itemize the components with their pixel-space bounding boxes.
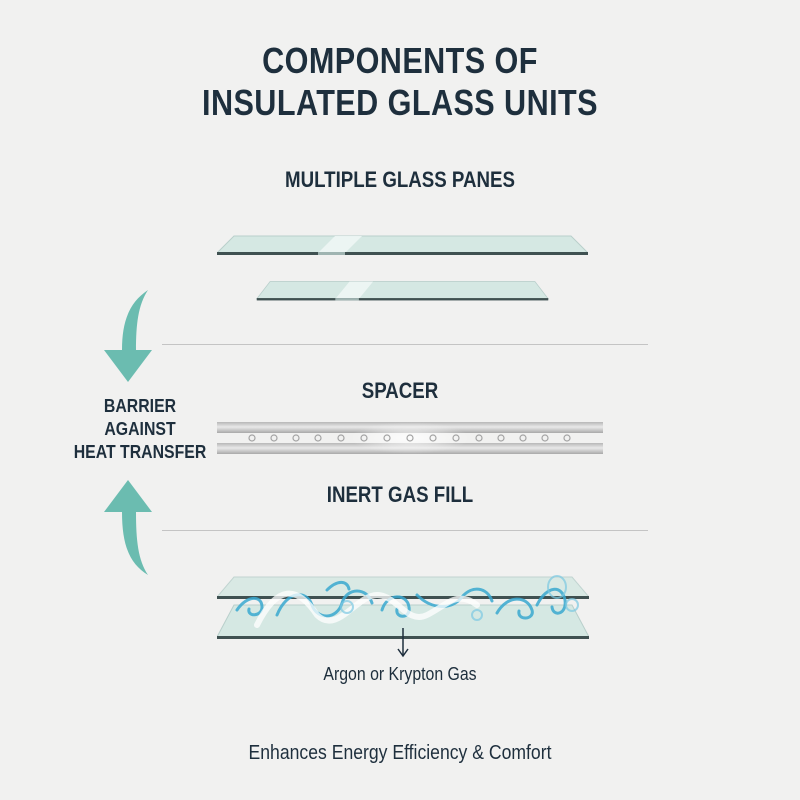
footer-tagline: Enhances Energy Efficiency & Comfort xyxy=(248,742,552,764)
gas-fill-illustration xyxy=(217,575,589,639)
panes-heading: MULTIPLE GLASS PANES xyxy=(285,167,515,192)
spacer-heading: SPACER xyxy=(361,378,439,403)
title-line-1: COMPONENTS OF xyxy=(262,40,538,81)
arrow-down-icon xyxy=(104,290,152,382)
glass-pane-illustration xyxy=(217,235,588,255)
heat-barrier-label: BARRIER AGAINST HEAT TRANSFER xyxy=(73,396,207,462)
gas-caption: Argon or Krypton Gas xyxy=(323,664,477,684)
arrow-down-icon xyxy=(397,628,409,658)
title-line-2: INSULATED GLASS UNITS xyxy=(202,82,598,123)
page-title: COMPONENTS OF INSULATED GLASS UNITS xyxy=(60,40,740,124)
section-divider xyxy=(162,344,648,345)
section-divider xyxy=(162,530,648,531)
arrow-up-icon xyxy=(104,480,152,575)
glass-pane-illustration xyxy=(255,281,550,301)
spacer-bar-illustration xyxy=(217,422,603,454)
gas-fill-heading: INERT GAS FILL xyxy=(326,482,474,507)
